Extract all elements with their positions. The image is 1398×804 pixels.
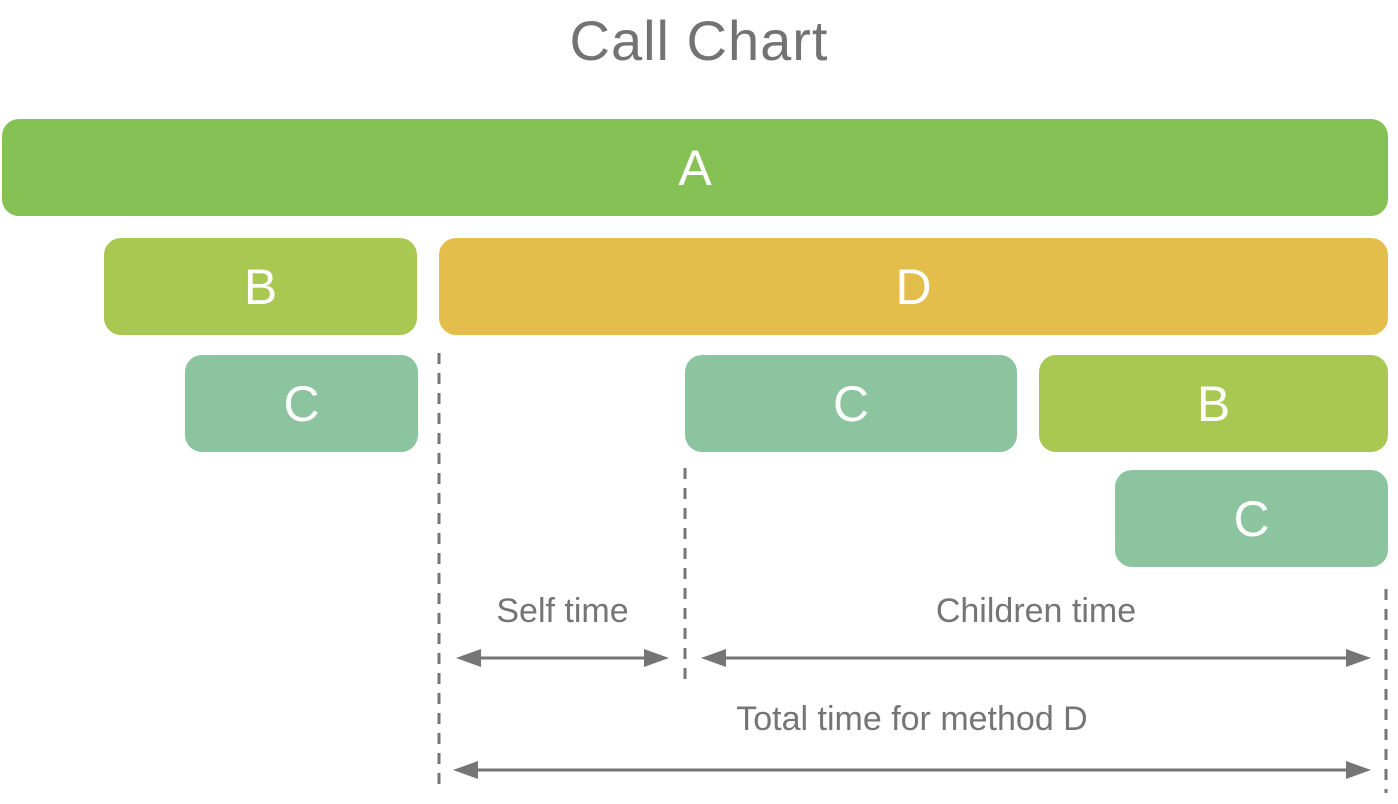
total-time-label: Total time for method D [736,700,1088,738]
call-bar-c: C [685,355,1017,452]
call-bar-d: D [439,238,1388,335]
arrowhead-right [1346,649,1371,667]
call-bar-label: C [1233,490,1270,547]
call-bar-label: B [243,258,278,315]
self-time-arrow [456,649,669,667]
children-time-label: Children time [935,592,1137,630]
call-bar-b: B [104,238,417,335]
children-time-arrow [701,649,1371,667]
call-bar-c: C [185,355,418,452]
call-bar-label: C [283,375,320,432]
arrowhead-left [453,761,478,779]
call-bar-label: C [832,375,870,432]
arrowhead-left [456,649,481,667]
total-time-arrow [453,761,1371,779]
arrowhead-left [701,649,726,667]
arrowhead-right [1346,761,1371,779]
call-bar-label: B [1196,375,1231,432]
self-time-label: Self time [496,592,629,630]
diagram-title: Call Chart [569,9,829,72]
call-bar-a: A [2,119,1388,216]
arrowhead-right [644,649,669,667]
call-bar-c: C [1115,470,1388,567]
call-bar-label: A [678,139,712,196]
call-bar-b: B [1039,355,1388,452]
call-bar-label: D [895,258,932,315]
